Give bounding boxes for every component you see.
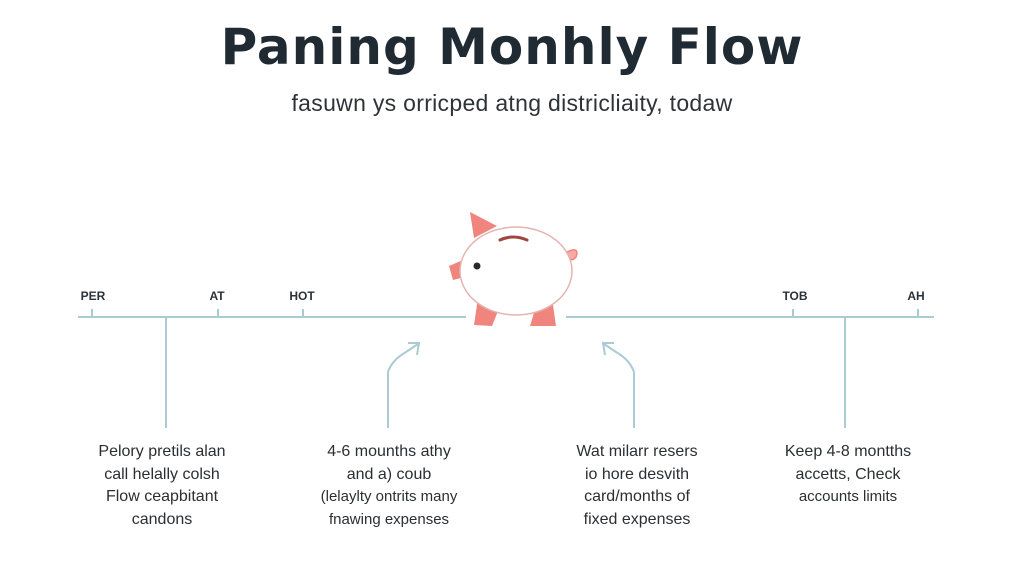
description-line: fnawing expenses xyxy=(328,510,450,528)
description-line: accetts, Check xyxy=(795,465,901,483)
description-line: io hore desvith xyxy=(584,465,690,483)
description-line: Flow ceapbitant xyxy=(105,488,219,505)
arrow-head-3 xyxy=(601,342,614,356)
description-line: Wat milarr resers xyxy=(576,443,698,460)
description-line: fixed expenses xyxy=(583,510,691,528)
tick-label-per: PER xyxy=(80,289,106,303)
description-line: card/months of xyxy=(584,488,690,505)
arrow-head-2 xyxy=(408,342,421,356)
description-block-4: Keep 4-8 montths accetts, Check accounts… xyxy=(738,441,958,509)
description-block-2: 4-6 mounths athy and a) coub (lelaylty o… xyxy=(279,441,499,531)
description-line: (lelaylty ontrits many xyxy=(320,488,458,505)
tick-label-tob: TOB xyxy=(782,289,808,303)
description-line: Pelory pretils alan xyxy=(98,443,226,460)
description-block-3: Wat milarr resers io hore desvith card/m… xyxy=(527,441,747,531)
description-line: 4-6 mounths athy xyxy=(327,443,451,460)
description-line: call helally colsh xyxy=(104,465,220,483)
piggy-bank-icon xyxy=(449,212,578,326)
description-line: accounts limits xyxy=(798,488,898,505)
description-line: and a) coub xyxy=(346,465,432,483)
tick-label-at: AT xyxy=(209,289,225,303)
description-line: Keep 4-8 montths xyxy=(784,443,912,460)
page-subtitle: fasuwn ys orricped atng districliaity, t… xyxy=(291,90,733,116)
description-block-1: Pelory pretils alan call helally colsh F… xyxy=(52,441,272,531)
page-title: Paning Monhly Flow xyxy=(220,18,804,76)
tick-label-hot: HOT xyxy=(289,289,315,303)
arrow-connector-3 xyxy=(603,343,635,428)
tick-label-ah: AH xyxy=(907,289,925,303)
description-line: candons xyxy=(131,510,193,528)
arrow-connector-2 xyxy=(387,343,419,428)
